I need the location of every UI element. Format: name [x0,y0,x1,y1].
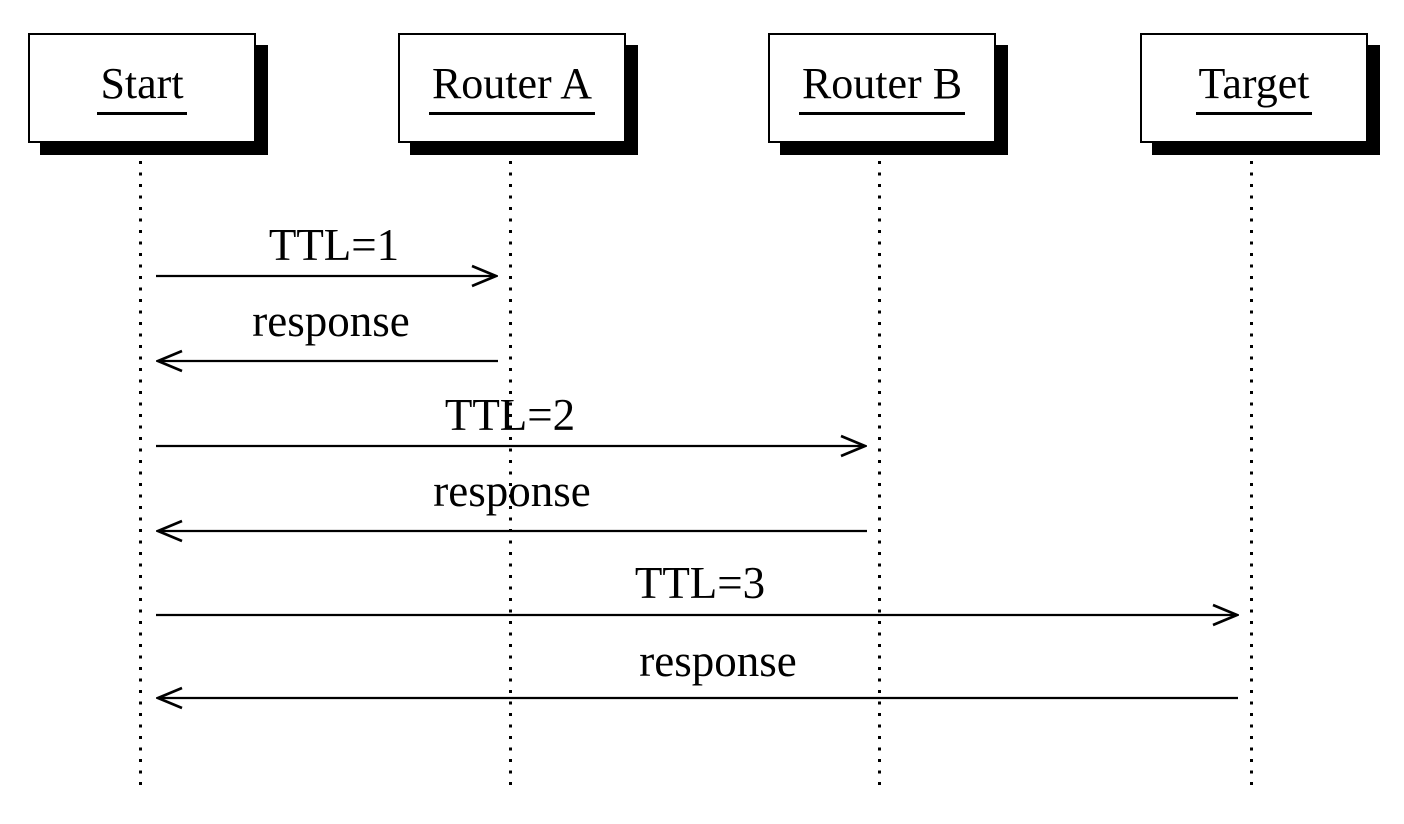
arrow-left-response1 [156,349,498,373]
lifeline-router-b [878,161,881,785]
actor-label-router-b: Router B [798,61,966,115]
actor-box-router-b: Router B [768,33,996,143]
message-label-response2: response [433,466,591,516]
lifeline-start [139,161,142,785]
actor-box-target: Target [1140,33,1368,143]
actor-label-router-a: Router A [428,61,596,115]
actor-box-start: Start [28,33,256,143]
message-label-ttl1: TTL=1 [268,220,400,270]
arrow-right-ttl1 [156,264,498,288]
message-label-ttl2: TTL=2 [444,390,576,440]
actor-label-target: Target [1195,61,1313,115]
message-label-response1: response [252,296,410,346]
message-label-ttl3: TTL=3 [634,558,766,608]
arrow-right-ttl3 [156,603,1239,627]
actor-box-router-a: Router A [398,33,626,143]
arrow-left-response2 [156,519,867,543]
arrow-left-response3 [156,686,1238,710]
lifeline-router-a [509,161,512,785]
lifeline-target [1250,161,1253,785]
arrow-right-ttl2 [156,434,867,458]
message-label-response3: response [639,636,797,686]
actor-label-start: Start [97,61,187,115]
